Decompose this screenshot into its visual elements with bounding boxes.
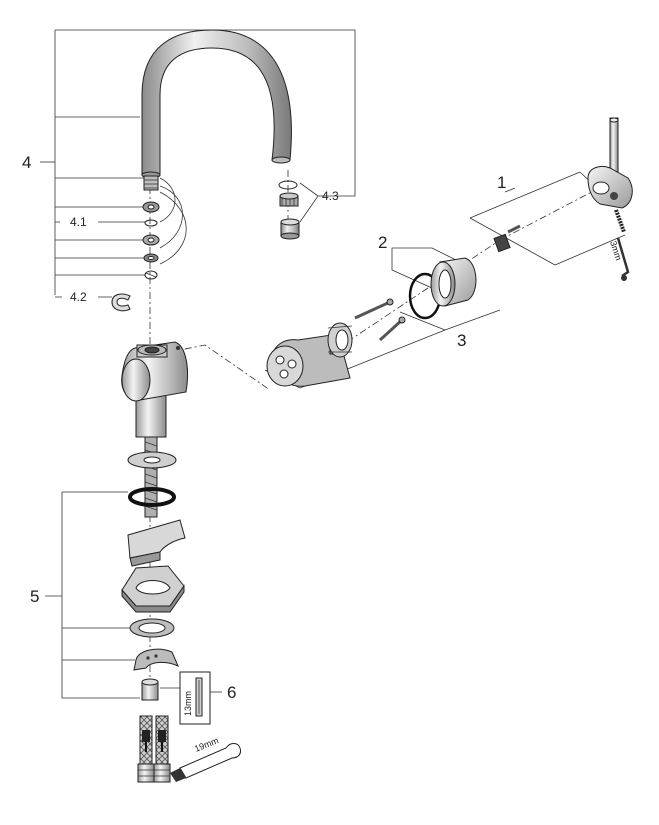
dim-3mm: 3mm bbox=[608, 240, 624, 262]
callout-6: 6 bbox=[227, 683, 236, 702]
fixing-plate bbox=[121, 565, 185, 613]
dim-13mm: 13mm bbox=[183, 691, 193, 716]
flat-washer bbox=[129, 618, 175, 638]
callout-4-2: 4.2 bbox=[70, 290, 87, 304]
dim-19mm: 19mm bbox=[193, 735, 220, 754]
cartridge-nut bbox=[327, 322, 353, 358]
base-seals bbox=[127, 451, 177, 507]
horseshoe-plate bbox=[127, 519, 186, 567]
dome-cap bbox=[408, 257, 477, 320]
handle-parts: 3mm bbox=[493, 117, 633, 281]
spout-seals bbox=[142, 175, 187, 280]
callout-4-3: 4.3 bbox=[322, 189, 339, 203]
mounting-nut bbox=[141, 678, 159, 701]
callout-1: 1 bbox=[497, 173, 506, 192]
wrench-19mm: 19mm bbox=[170, 735, 241, 782]
callout-5: 5 bbox=[30, 587, 39, 606]
cartridge-screws bbox=[354, 298, 406, 342]
callout-3: 3 bbox=[457, 331, 466, 350]
retaining-clip bbox=[111, 293, 131, 312]
spout bbox=[141, 29, 292, 179]
supply-hoses bbox=[137, 715, 171, 783]
horseshoe-clip bbox=[133, 648, 179, 671]
aerator bbox=[278, 180, 300, 240]
callout-labels: 4 4.1 4.2 4.3 1 2 3 5 6 bbox=[22, 153, 506, 702]
callout-4-1: 4.1 bbox=[70, 215, 87, 229]
callout-2: 2 bbox=[378, 233, 387, 252]
callout-4: 4 bbox=[22, 153, 31, 172]
installation-tool: 13mm bbox=[179, 671, 211, 725]
